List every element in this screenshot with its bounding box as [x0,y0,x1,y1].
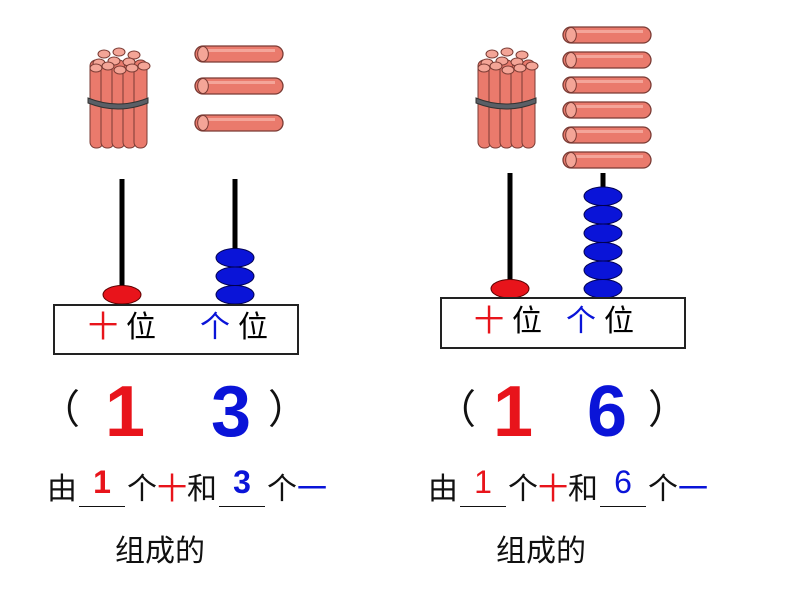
ones-digit: 3 [211,372,252,452]
tens-rod [507,173,513,298]
ones-place-label: 个位 [566,305,634,339]
and-word: 和 [568,472,598,507]
tens-rod [119,179,125,304]
ones-bead [215,248,255,268]
loose-stick [194,45,284,63]
sentence-prefix: 由 [47,472,77,507]
tens-place-label: 十位 [474,305,542,339]
sentence-prefix: 由 [428,472,458,507]
loose-stick [562,126,652,144]
tens-char: 十 [474,304,504,339]
place-value-box [53,304,299,355]
tens-digit: 1 [493,372,534,452]
ones-bead [583,205,623,225]
unit-word: 个 [648,472,678,507]
loose-stick [562,101,652,119]
tens-count-answer: 1 [93,464,111,500]
unit-word: 个 [508,472,538,507]
ones-char: 个 [566,304,596,339]
loose-stick [562,151,652,169]
place-suffix: 位 [512,304,542,339]
tens-char: 十 [88,310,118,345]
ten-word: 十 [538,472,568,507]
and-word: 和 [187,472,217,507]
close-paren: ） [648,387,688,433]
ones-bead [583,223,623,243]
ones-bead [583,260,623,280]
tens-digit: 1 [105,372,146,452]
unit-word: 个 [127,472,157,507]
ten-word: 十 [157,472,187,507]
tens-place-label: 十位 [88,311,156,345]
ones-bead [215,266,255,286]
loose-stick [562,76,652,94]
place-suffix: 位 [238,310,268,345]
ones-place-label: 个位 [200,311,268,345]
ones-count-answer: 3 [233,464,251,500]
one-word: 一 [297,472,327,507]
ones-count-blank: 6 [598,464,648,510]
place-suffix: 位 [604,304,634,339]
ones-bead [583,279,623,299]
ones-rod [232,179,238,304]
ones-bead [583,186,623,206]
ten-stick-bundle [475,47,539,149]
ones-count-answer: 6 [614,464,632,500]
tens-count-blank: 1 [77,464,127,510]
tens-bead [490,279,530,299]
sentence-tail: 组成的 [496,534,586,569]
loose-stick [562,26,652,44]
ones-char: 个 [200,310,230,345]
sentence-tail: 组成的 [115,534,205,569]
one-word: 一 [678,472,708,507]
place-suffix: 位 [126,310,156,345]
close-paren: ） [268,387,308,433]
open-paren: （ [436,387,476,433]
tens-bead [102,285,142,305]
loose-stick [194,77,284,95]
ten-stick-bundle [87,47,151,149]
ones-count-blank: 3 [217,464,267,510]
unit-word: 个 [267,472,297,507]
open-paren: （ [40,387,80,433]
loose-stick [562,51,652,69]
tens-count-blank: 1 [458,464,508,510]
ones-bead [215,285,255,305]
place-value-box [440,297,686,349]
ones-bead [583,242,623,262]
ones-digit: 6 [587,372,628,452]
loose-stick [194,114,284,132]
tens-count-answer: 1 [474,464,492,500]
